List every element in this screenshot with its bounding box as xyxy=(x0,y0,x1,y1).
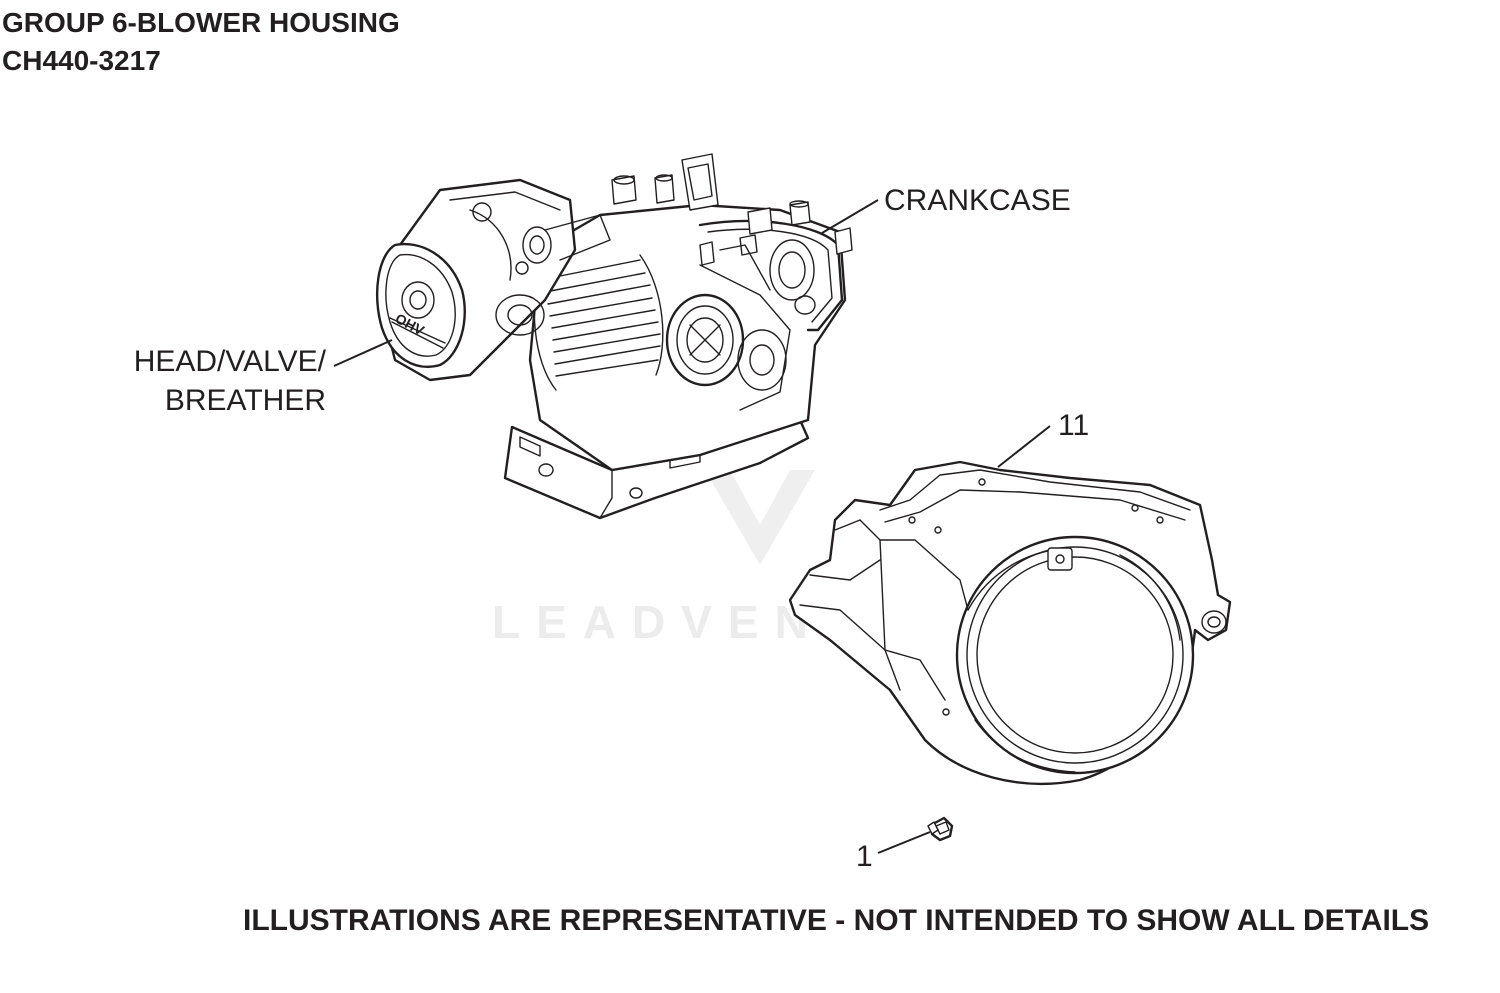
model-number: CH440-3217 xyxy=(2,45,161,76)
callout-head-valve-breather-line2: BREATHER xyxy=(164,384,326,417)
callout-part-1: 1 xyxy=(856,840,873,873)
blower-housing-part-11 xyxy=(788,460,1232,786)
leader-part-11 xyxy=(997,425,1051,468)
screw-part-1 xyxy=(927,816,954,842)
callout-part-11: 11 xyxy=(1058,409,1090,442)
leader-head-valve-breather xyxy=(333,339,393,367)
disclaimer-footer: ILLUSTRATIONS ARE REPRESENTATIVE - NOT I… xyxy=(243,904,1430,937)
callout-head-valve-breather-line1: HEAD/VALVE/ xyxy=(133,345,326,378)
leader-crankcase xyxy=(821,199,879,234)
callout-crankcase: CRANKCASE xyxy=(884,184,1071,217)
leader-part-1 xyxy=(877,831,931,854)
diagram-title: GROUP 6-BLOWER HOUSING xyxy=(2,7,400,38)
engine-crankcase-assembly: OHV xyxy=(375,153,853,520)
